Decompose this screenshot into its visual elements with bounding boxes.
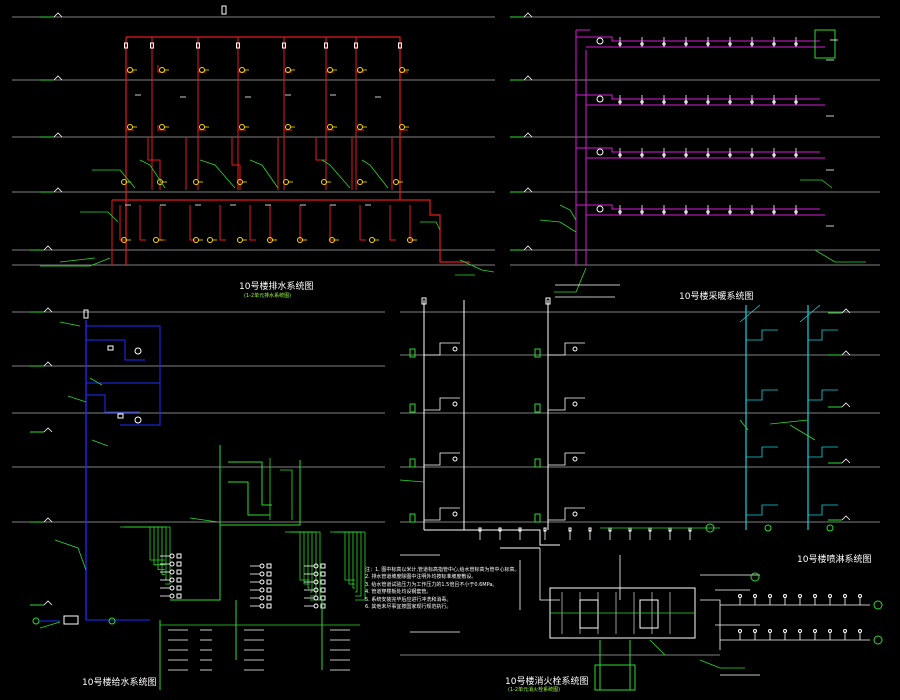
note-line: 3. 给水管道试验压力为工作压力的1.5倍且不小于0.6MPa。 [365,581,498,588]
supply-system-title: 10号楼给水系统图 [82,678,157,688]
fire-system-title: 10号楼消火栓系统图 [505,677,589,687]
note-line: 注：1. 图中标高以米计,管道标高指管中心,给水管标高为管中心标高。 [365,567,520,573]
drainage-system-subtitle: (1-2单元排水系统图) [244,293,292,299]
note-line: 4. 管道穿楼板处均设钢套管。 [365,589,432,596]
heating-system-title: 10号楼采暖系统图 [679,292,754,302]
note-line: 2. 排水管道坡度除图中注明外均按标准坡度敷设。 [365,574,477,581]
design-notes: 注：1. 图中标高以米计,管道标高指管中心,给水管标高为管中心标高。 2. 排水… [365,567,520,611]
drainage-system-title: 10号楼排水系统图 [239,282,314,292]
fire-system-subtitle: (1-2单元消火栓系统图) [508,687,561,693]
note-line: 6. 其他未尽事宜按国家现行规范执行。 [365,604,452,611]
note-line: 5. 系统安装完毕后应进行冲洗和消毒。 [365,596,452,603]
sprinkler-system-title: 10号楼喷淋系统图 [797,555,872,565]
